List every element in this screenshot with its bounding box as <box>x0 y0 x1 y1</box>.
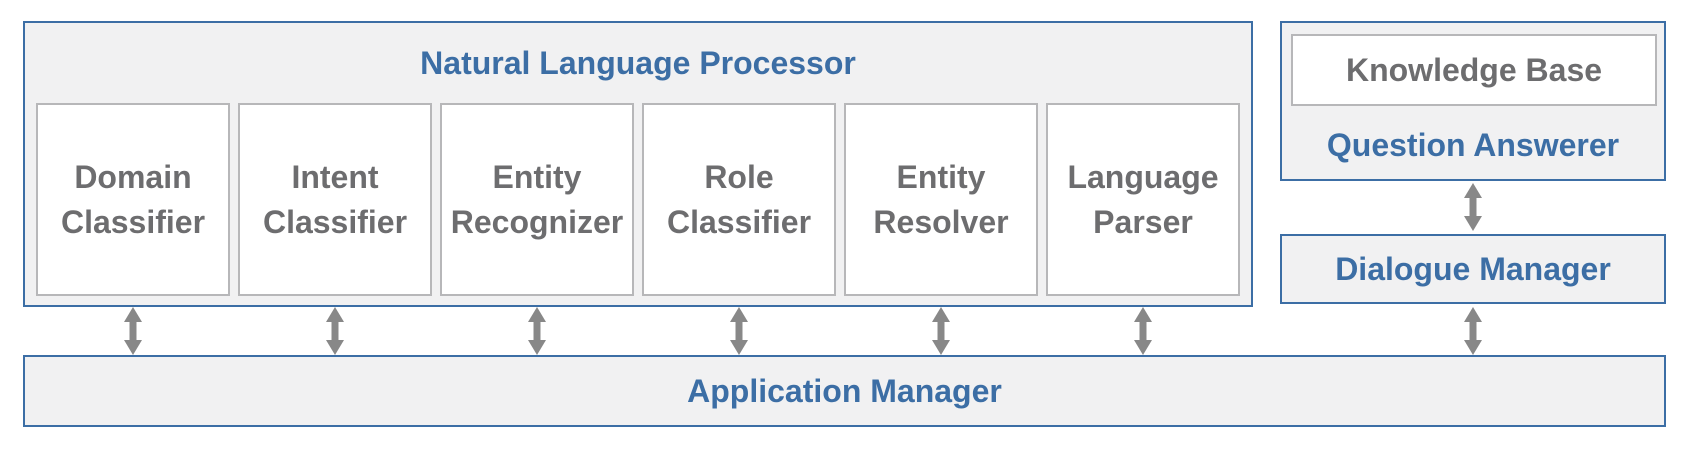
double-arrow-icon <box>1464 307 1482 355</box>
question-answerer-container: Knowledge Base Question Answerer <box>1280 21 1666 181</box>
role-classifier-box: Role Classifier <box>642 103 836 296</box>
component-label-line2: Classifier <box>262 203 408 240</box>
nlp-container: Natural Language Processor Domain Classi… <box>23 21 1253 307</box>
component-label-line1: Entity <box>492 158 582 195</box>
knowledge-base-box: Knowledge Base <box>1291 34 1657 106</box>
double-arrow-icon <box>124 307 142 355</box>
entity-recognizer-box: Entity Recognizer <box>440 103 634 296</box>
double-arrow-icon <box>730 307 748 355</box>
double-arrow-icon <box>528 307 546 355</box>
application-manager-title: Application Manager <box>687 372 1002 409</box>
domain-classifier-box: Domain Classifier <box>36 103 230 296</box>
knowledge-base-label: Knowledge Base <box>1345 51 1603 88</box>
dialogue-manager-title: Dialogue Manager <box>1335 250 1611 287</box>
component-label-line1: Language <box>1067 158 1219 195</box>
entity-resolver-box: Entity Resolver <box>844 103 1038 296</box>
component-label-line2: Parser <box>1093 203 1193 240</box>
double-arrow-icon <box>932 307 950 355</box>
question-answerer-title: Question Answerer <box>1326 127 1620 163</box>
application-manager-box: Application Manager <box>23 355 1666 427</box>
nlp-title: Natural Language Processor <box>420 45 856 81</box>
double-arrow-icon <box>1134 307 1152 355</box>
component-label-line2: Classifier <box>60 203 206 240</box>
language-parser-box: Language Parser <box>1046 103 1240 296</box>
double-arrow-icon <box>1464 183 1482 231</box>
component-label-line2: Resolver <box>873 203 1009 240</box>
component-label-line1: Domain <box>74 158 192 195</box>
double-arrow-icon <box>326 307 344 355</box>
component-label-line1: Intent <box>291 158 379 195</box>
component-label-line2: Recognizer <box>450 203 624 240</box>
intent-classifier-box: Intent Classifier <box>238 103 432 296</box>
component-label-line1: Role <box>704 158 774 195</box>
component-label-line1: Entity <box>896 158 986 195</box>
component-label-line2: Classifier <box>666 203 812 240</box>
dialogue-manager-box: Dialogue Manager <box>1280 234 1666 304</box>
